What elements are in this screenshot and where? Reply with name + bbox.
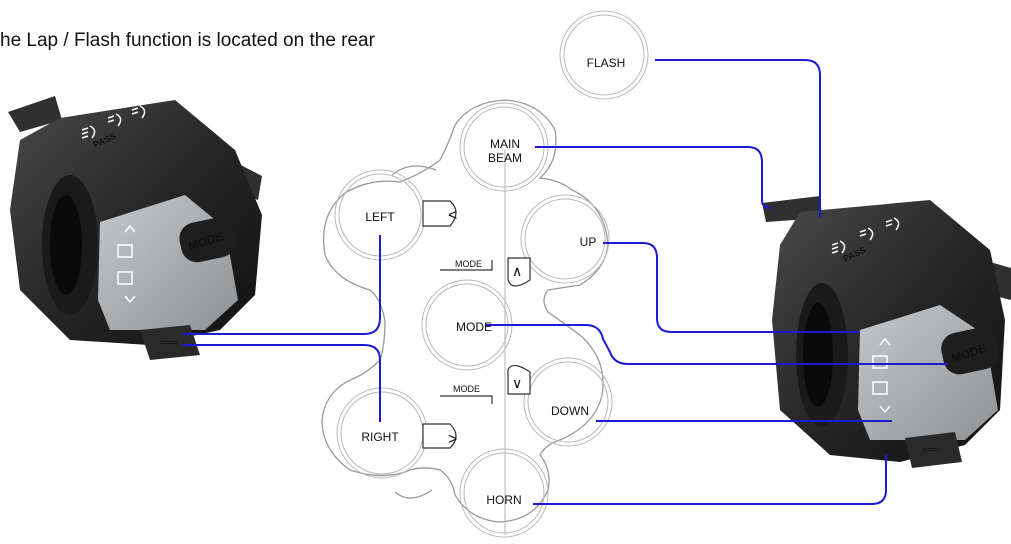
- arrow-up-label: ∧: [512, 263, 522, 279]
- flash-label: FLASH: [587, 56, 626, 70]
- button-circles: [334, 10, 649, 538]
- mode-connector: [486, 324, 948, 365]
- mode-tab-lower-label: MODE: [453, 384, 480, 394]
- up-connector: [603, 242, 860, 333]
- caption-text: he Lap / Flash function is located on th…: [0, 30, 375, 51]
- left-connector: [182, 235, 381, 335]
- flash-connector: [655, 59, 821, 218]
- arrow-right-label: >: [448, 431, 457, 448]
- up-label: UP: [580, 235, 597, 249]
- left-switch-headlight-icons: [81, 105, 146, 139]
- horn-connector: [533, 455, 887, 505]
- arrow-keys: [422, 200, 531, 449]
- horn-label: HORN: [486, 493, 521, 507]
- right-switch-headlight-icons: [831, 217, 900, 254]
- button-labels: FLASH MAIN BEAM LEFT UP MODE DOWN RIGHT …: [361, 56, 625, 507]
- left-switch-arrow-icons: [117, 224, 136, 304]
- main-beam-label-2: BEAM: [488, 151, 522, 165]
- left-label: LEFT: [365, 210, 395, 224]
- right-label: RIGHT: [361, 430, 399, 444]
- left-switch-housing: MODE PASS ⇦⇨: [8, 96, 262, 360]
- mode-tab-upper-label: MODE: [455, 259, 482, 269]
- right-switch-turn-icon: ⇦⇨: [922, 444, 940, 456]
- left-switch-turn-icon: ⇦⇨: [160, 337, 178, 349]
- arrow-left-label: <: [448, 207, 457, 224]
- right-connector: [182, 344, 381, 422]
- down-label: DOWN: [551, 404, 589, 418]
- main-beam-label-1: MAIN: [490, 137, 520, 151]
- mode-tabs: [440, 260, 493, 404]
- connector-lines: [182, 59, 948, 505]
- right-switch-arrow-icons: [872, 337, 891, 414]
- right-switch-housing: MODE PASS ⇦⇨: [762, 196, 1011, 468]
- mode-label: MODE: [456, 320, 492, 334]
- main-beam-connector: [535, 146, 771, 209]
- arrow-down-label: ∨: [512, 375, 522, 391]
